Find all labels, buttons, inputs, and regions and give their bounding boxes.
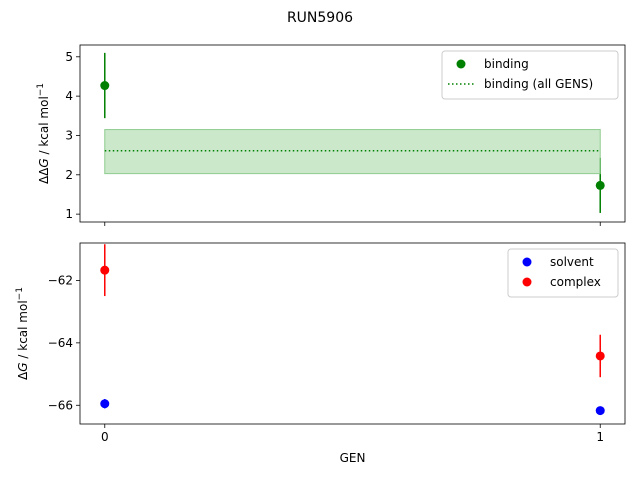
data-point: [595, 351, 605, 361]
series-binding-all-gens-: [104, 129, 601, 175]
axes-frame: [79, 242, 626, 425]
legend: solvent complex: [507, 248, 619, 298]
legend-marker-dot: [522, 257, 532, 267]
y-tick-label: −66: [48, 398, 73, 412]
x-axis-label: GEN: [340, 451, 366, 465]
data-point: [595, 180, 605, 190]
legend-marker-dot: [522, 277, 532, 287]
series-complex: [100, 244, 605, 378]
y-tick-label: 4: [65, 89, 73, 103]
y-axis-label: ΔG / kcal mol−1: [15, 287, 30, 380]
axes-frame: [79, 44, 626, 223]
legend-label: solvent: [550, 255, 594, 269]
data-point: [100, 399, 110, 409]
y-tick-label: −62: [48, 273, 73, 287]
data-point: [595, 406, 605, 416]
x-tick-label: 0: [101, 430, 109, 444]
x-tick-label: 1: [596, 430, 604, 444]
legend-label: binding (all GENS): [484, 77, 593, 91]
y-tick-label: −64: [48, 336, 73, 350]
chart-title: RUN5906: [287, 10, 353, 26]
legend-box: [507, 248, 619, 298]
y-tick-label: 3: [65, 128, 73, 142]
y-axis-label: ΔΔG / kcal mol−1: [36, 83, 51, 184]
y-tick-label: 1: [65, 207, 73, 221]
legend-label: complex: [550, 275, 601, 289]
y-tick-label: 2: [65, 168, 73, 182]
legend-marker-dot: [456, 59, 466, 69]
legend-label: binding: [484, 57, 529, 71]
confidence-band: [104, 129, 601, 175]
legend-box: [441, 50, 619, 100]
y-tick-label: 5: [65, 50, 73, 64]
legend: binding binding (all GENS): [441, 50, 619, 100]
data-point: [100, 265, 110, 275]
panel-bottom: −66 −64 −62 0 1 ΔG / kcal mol−1 solvent complex: [15, 242, 626, 444]
series-solvent: [100, 399, 605, 416]
data-point: [100, 81, 110, 91]
